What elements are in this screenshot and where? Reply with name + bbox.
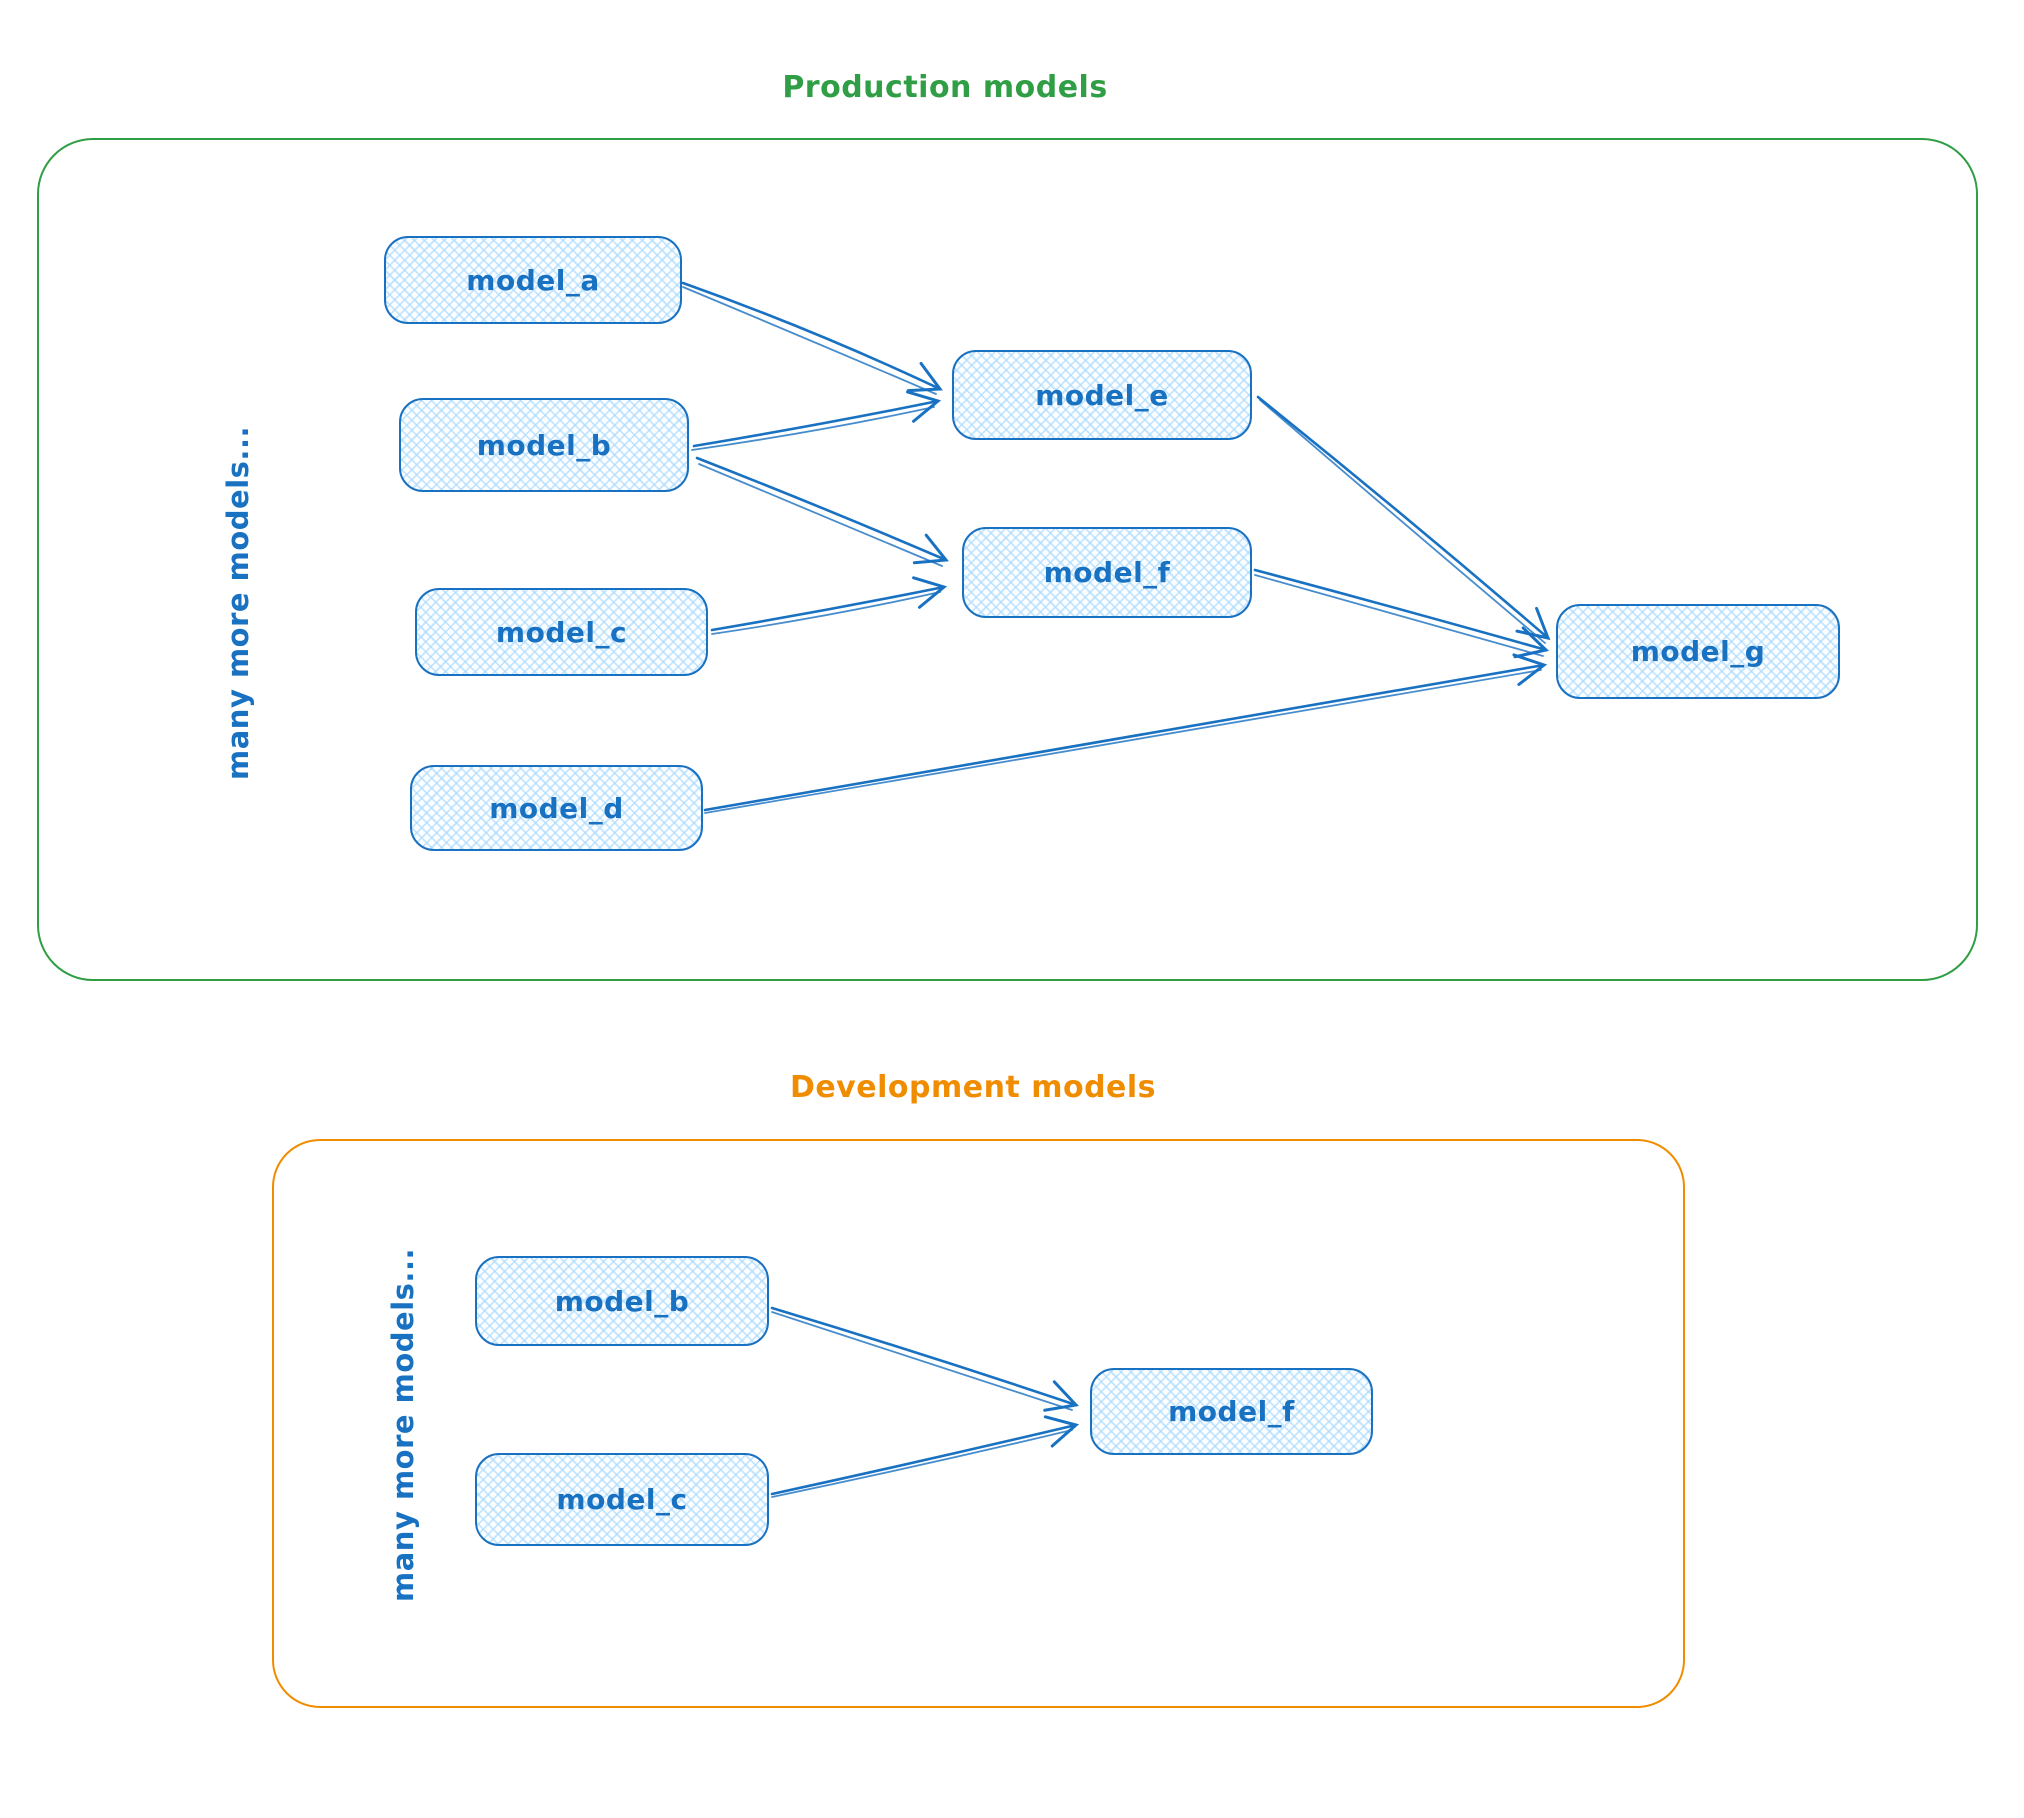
node-dev-model-b: model_b xyxy=(475,1256,769,1346)
production-container xyxy=(37,138,1978,981)
node-model-a: model_a xyxy=(384,236,682,324)
node-dev-model-f: model_f xyxy=(1090,1368,1373,1455)
node-model-b: model_b xyxy=(399,398,689,492)
node-model-f: model_f xyxy=(962,527,1252,618)
node-dev-model-c: model_c xyxy=(475,1453,769,1546)
production-title: Production models xyxy=(782,70,1108,105)
production-side-label: many more models... xyxy=(221,426,255,780)
development-side-label: many more models... xyxy=(386,1248,420,1602)
node-model-e: model_e xyxy=(952,350,1252,440)
development-container xyxy=(272,1139,1685,1708)
development-title: Development models xyxy=(789,1070,1157,1105)
node-model-g: model_g xyxy=(1556,604,1840,699)
node-model-c: model_c xyxy=(415,588,708,676)
node-model-d: model_d xyxy=(410,765,703,851)
